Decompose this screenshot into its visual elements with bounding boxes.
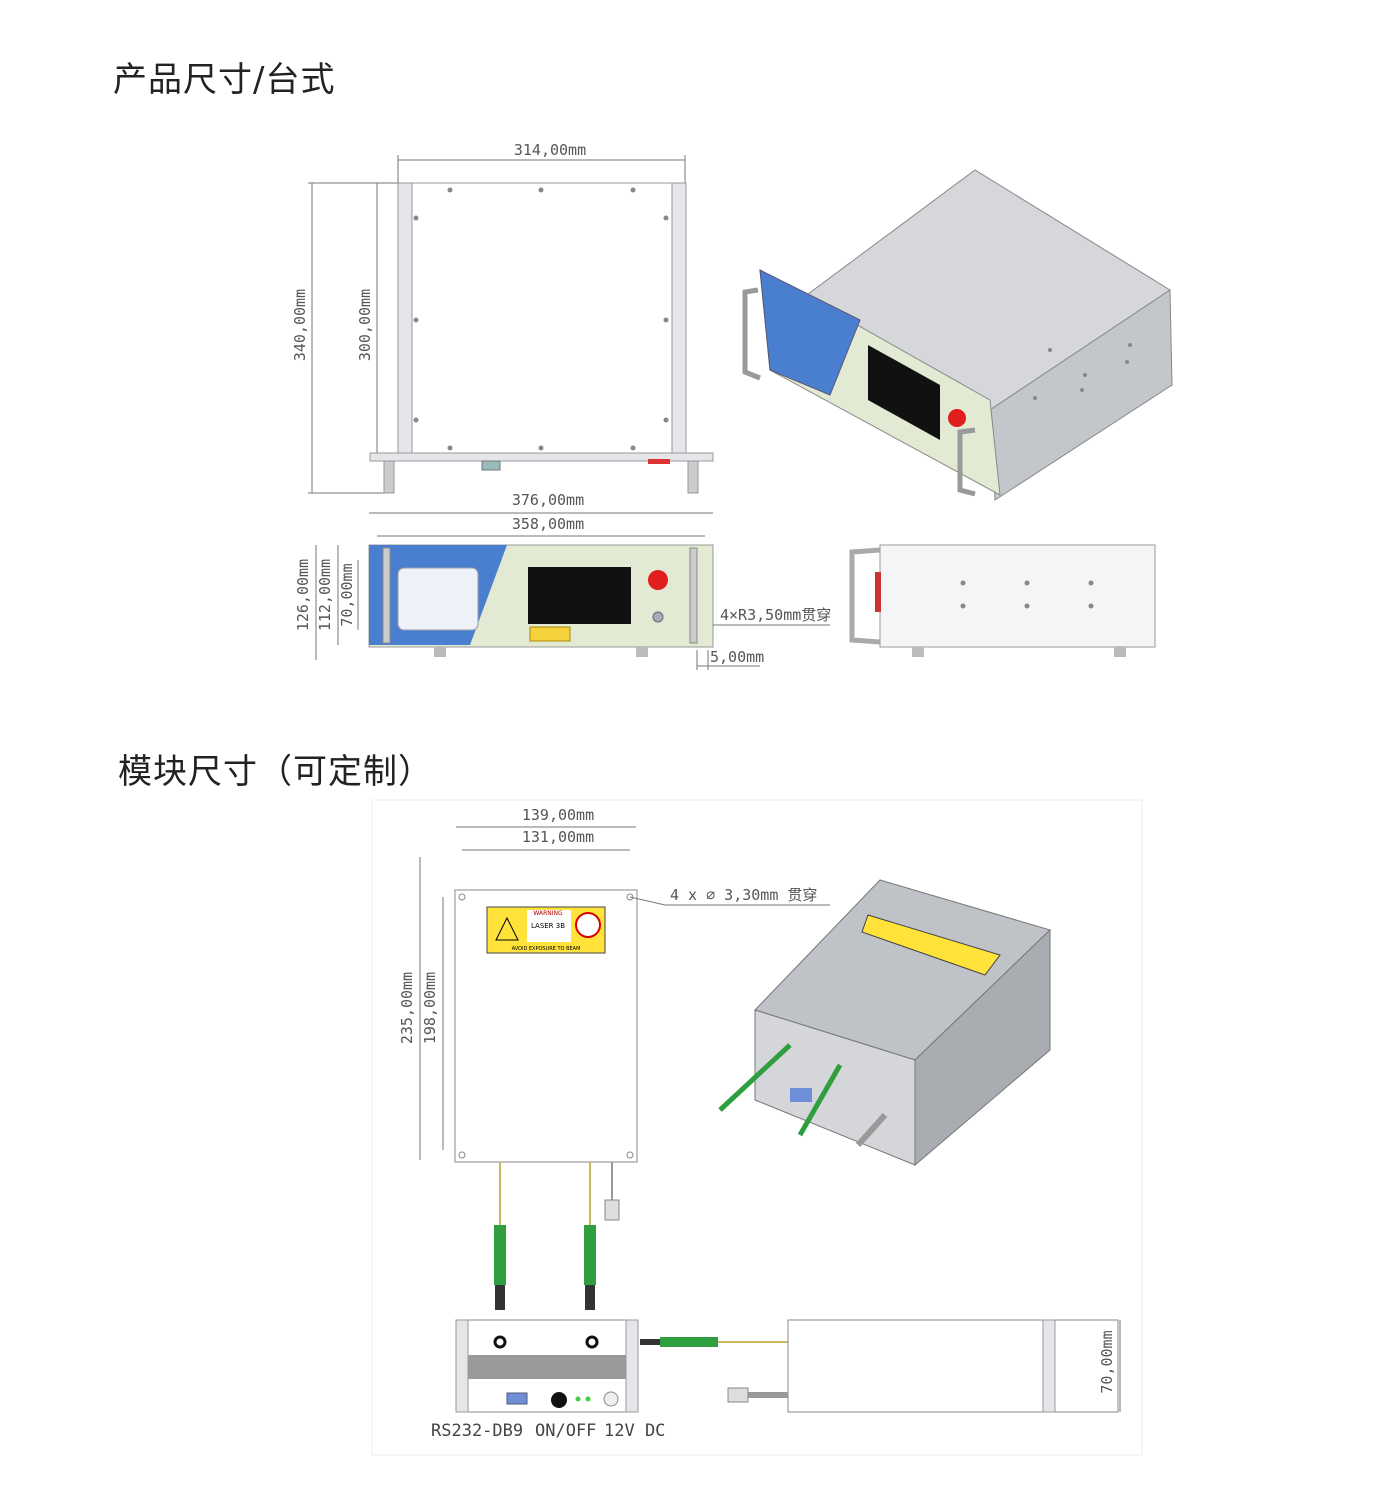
module-front-view: RS232-DB9 ON/OFF 12V DC [431,1319,665,1441]
svg-text:AVOID EXPOSURE TO BEAM: AVOID EXPOSURE TO BEAM [512,946,581,952]
port-label-dc-input: 12V DC [604,1421,665,1441]
module-isometric-view [718,879,1051,1167]
dim-outer-depth: 340,00mm [291,289,309,361]
module-top-view: 139,00mm 131,00mm 235,00mm 198,00mm WARN… [398,806,830,1310]
desktop-side-view [849,544,1156,657]
desktop-isometric-view [742,169,1173,501]
dim-top-width: 314,00mm [514,141,586,159]
warning-label: WARNING LASER 3B AVOID EXPOSURE TO BEAM [486,906,606,954]
dim-module-inner-length: 131,00mm [522,828,594,846]
dim-height-body: 70,00mm [338,563,356,626]
dim-height-total: 126,00mm [294,559,312,631]
section-title-module: 模块尺寸（可定制） [118,752,433,792]
dim-module-holes: 4 x ∅ 3,30mm 贯穿 [670,886,817,904]
dim-module-inner-height: 198,00mm [421,972,439,1044]
dim-height-panel: 112,00mm [316,559,334,631]
dim-module-thickness: 70,00mm [1098,1330,1116,1393]
dim-module-outer-height: 235,00mm [398,972,416,1044]
svg-text:LASER 3B: LASER 3B [531,922,565,930]
desktop-top-view: 314,00mm 340,00mm 300,00mm [291,141,714,494]
dim-foot: 5,00mm [710,648,764,666]
port-label-rs232: RS232-DB9 [431,1421,523,1441]
section-title-desktop: 产品尺寸/台式 [113,60,336,100]
svg-text:WARNING: WARNING [533,910,563,917]
desktop-front-view: 376,00mm 358,00mm 126,00mm 112,00mm 70,0… [294,491,831,670]
module-side-view: 70,00mm [640,1319,1121,1413]
dim-body-width: 358,00mm [512,515,584,533]
dim-holes: 4×R3,50mm贯穿 [720,606,831,624]
dim-inner-depth: 300,00mm [356,289,374,361]
port-label-power-switch: ON/OFF [535,1421,596,1441]
dim-module-outer-length: 139,00mm [522,806,594,824]
dim-panel-width: 376,00mm [512,491,584,509]
